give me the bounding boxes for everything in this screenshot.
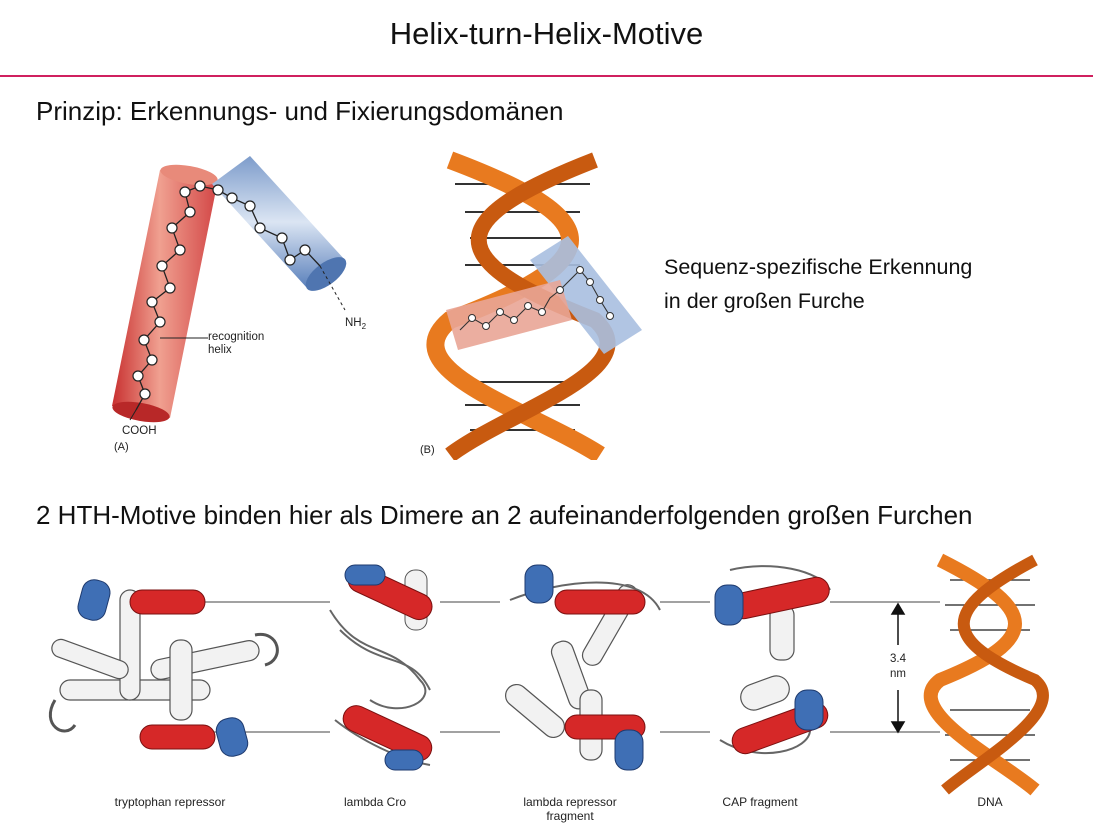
side-text: Sequenz-spezifische Erkennung in der gro… (664, 250, 972, 318)
recognition-label: recognition (208, 331, 264, 343)
side-text-line-1: Sequenz-spezifische Erkennung (664, 255, 973, 279)
panel-b-label: (B) (420, 444, 435, 456)
recognition-helix-top (160, 164, 218, 186)
bound-blue-helix (530, 236, 642, 354)
tryptophan-repressor-structure (48, 579, 279, 757)
scale-bar (890, 602, 906, 734)
side-text-line-2: in der großen Furche (664, 289, 865, 313)
second-helix-end (305, 257, 347, 291)
nh2-leader (319, 265, 346, 311)
figure-b-dna-complex: (B) (420, 151, 642, 460)
backbone-trace (135, 185, 321, 411)
bound-red-helix (446, 280, 572, 350)
cap-fragment-structure (714, 565, 831, 755)
residue-beads (132, 180, 311, 400)
scale-value: 3.4 (890, 653, 907, 665)
heading-principle: Prinzip: Erkennungs- und Fixierungsdomän… (36, 96, 564, 126)
nh2-text: NH (345, 317, 362, 329)
caption-dna: DNA (977, 795, 1003, 809)
caption-lambda-repressor-line-1: lambda repressor (523, 795, 617, 809)
caption-tryptophan-repressor: tryptophan repressor (114, 795, 226, 809)
lambda-cro-structure (329, 564, 433, 771)
title-divider (0, 75, 1093, 77)
dimer-comparison-figure: 3.4 nm (48, 553, 1049, 796)
recognition-helix-cylinder (112, 170, 218, 418)
recognition-helix-end (112, 401, 170, 423)
caption-lambda-repressor: lambda repressor fragment (505, 795, 635, 823)
caption-cap-fragment: CAP fragment (722, 795, 798, 809)
nh2-subscript: 2 (362, 322, 367, 331)
bound-residue-beads (468, 266, 614, 330)
heading-dimers: 2 HTH-Motive binden hier als Dimere an 2… (36, 500, 973, 530)
cooh-leader (129, 409, 137, 421)
figure-a-hth-motif: recognition helix NH2 COOH (A) (112, 156, 367, 453)
caption-lambda-repressor-line-2: fragment (546, 809, 594, 823)
caption-lambda-cro: lambda Cro (343, 795, 407, 809)
lambda-repressor-structure (505, 564, 661, 771)
helix-label: helix (208, 344, 232, 356)
scale-unit: nm (890, 668, 906, 680)
second-helix-cylinder (212, 156, 345, 288)
slide-title: Helix-turn-Helix-Motive (389, 16, 704, 51)
nh2-label: NH2 (345, 317, 367, 331)
cooh-label: COOH (122, 425, 157, 437)
dna-double-helix (923, 553, 1049, 796)
panel-a-label: (A) (114, 441, 129, 453)
